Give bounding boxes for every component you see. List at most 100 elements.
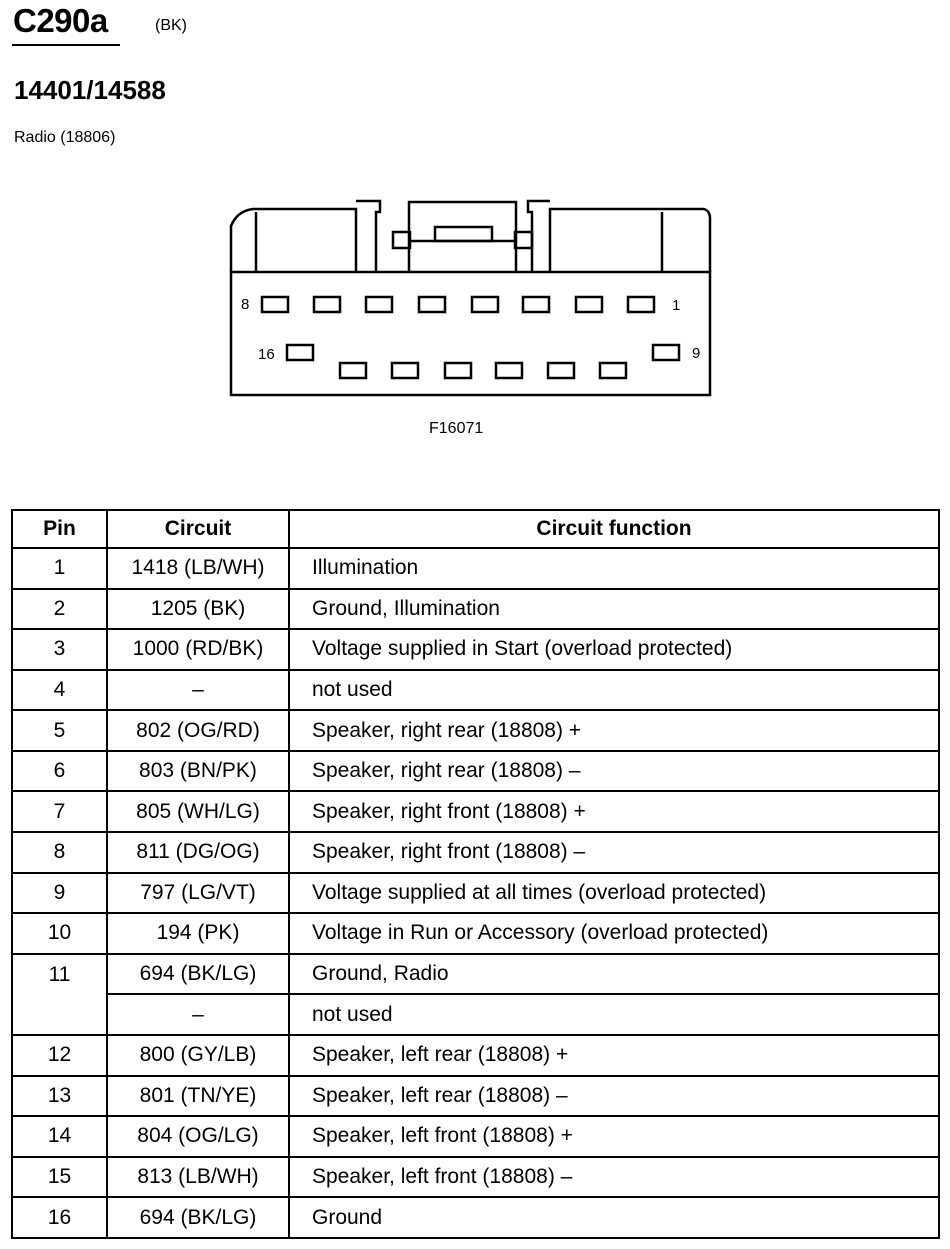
figure-code: F16071 xyxy=(429,420,484,437)
circuit-cell: 1418 (LB/WH) xyxy=(106,547,290,590)
connector-id: C290a xyxy=(13,2,108,39)
pin-cell: 9 xyxy=(11,871,108,915)
table-row: 14 804 (OG/LG) Speaker, left front (1880… xyxy=(11,1115,940,1158)
part-number: 14401/14588 xyxy=(14,75,166,105)
circuit-cell: 1000 (RD/BK) xyxy=(106,628,290,671)
table-row: 16 694 (BK/LG) Ground xyxy=(11,1196,940,1239)
function-cell: Speaker, left front (18808) + xyxy=(288,1115,940,1158)
pin-cell: 2 xyxy=(11,587,108,631)
connector-description: Radio (18806) xyxy=(14,129,116,146)
table-row: 15 813 (LB/WH) Speaker, left front (1880… xyxy=(11,1155,940,1199)
connector-face-diagram: 8 1 16 9 xyxy=(229,199,712,397)
table-row: 5 802 (OG/RD) Speaker, right rear (18808… xyxy=(11,709,940,752)
cavity-pin-11 xyxy=(546,361,576,380)
table-row: 7 805 (WH/LG) Speaker, right front (1880… xyxy=(11,790,940,834)
table-row: 6 803 (BN/PK) Speaker, right rear (18808… xyxy=(11,749,940,793)
connector-shroud-right xyxy=(548,207,712,272)
function-cell: Ground, Radio xyxy=(288,952,940,996)
cavity-pin-13 xyxy=(443,361,473,380)
table-row: 2 1205 (BK) Ground, Illumination xyxy=(11,587,940,631)
circuit-cell: 804 (OG/LG) xyxy=(106,1115,290,1158)
cavity-pin-9 xyxy=(651,343,681,362)
cavity-pin-8 xyxy=(260,295,290,314)
pin-label-16: 16 xyxy=(258,346,275,363)
cavity-pin-12 xyxy=(494,361,524,380)
table-row: 9 797 (LG/VT) Voltage supplied at all ti… xyxy=(11,871,940,915)
pin-cell: 14 xyxy=(11,1115,108,1158)
cavity-pin-2 xyxy=(574,295,604,314)
function-cell: Illumination xyxy=(288,547,940,590)
function-cell: Speaker, right front (18808) + xyxy=(288,790,940,834)
table-header-row: Pin Circuit Circuit function xyxy=(11,509,940,549)
function-cell: Speaker, right rear (18808) – xyxy=(288,749,940,793)
function-cell: Ground, Illumination xyxy=(288,587,940,631)
table-row: 4 – not used xyxy=(11,668,940,712)
circuit-cell: – xyxy=(106,993,290,1036)
cavity-pin-15 xyxy=(338,361,368,380)
pin-cell: 12 xyxy=(11,1033,108,1077)
table-row: 8 811 (DG/OG) Speaker, right front (1880… xyxy=(11,831,940,874)
pin-cell: 6 xyxy=(11,749,108,793)
circuit-cell: 813 (LB/WH) xyxy=(106,1155,290,1199)
circuit-cell: 194 (PK) xyxy=(106,912,290,955)
table-row: 13 801 (TN/YE) Speaker, left rear (18808… xyxy=(11,1074,940,1118)
cavity-pin-1 xyxy=(626,295,656,314)
pin-cell: 11 xyxy=(11,952,108,1036)
header-circuit: Circuit xyxy=(106,509,290,549)
pin-label-1: 1 xyxy=(672,297,680,314)
function-cell: Voltage supplied in Start (overload prot… xyxy=(288,628,940,671)
terminal-cavities xyxy=(260,295,681,380)
pin-cell: 13 xyxy=(11,1074,108,1118)
circuit-cell: 805 (WH/LG) xyxy=(106,790,290,834)
table-row: 10 194 (PK) Voltage in Run or Accessory … xyxy=(11,912,940,955)
function-cell: Speaker, left front (18808) – xyxy=(288,1155,940,1199)
connector-color: (BK) xyxy=(155,17,187,34)
circuit-cell: 811 (DG/OG) xyxy=(106,831,290,874)
cavity-pin-3 xyxy=(521,295,551,314)
circuit-cell: 1205 (BK) xyxy=(106,587,290,631)
function-cell: Ground xyxy=(288,1196,940,1239)
pin-label-8: 8 xyxy=(241,296,249,313)
function-cell: Voltage supplied at all times (overload … xyxy=(288,871,940,915)
cavity-pin-16 xyxy=(285,343,315,362)
function-cell: not used xyxy=(288,668,940,712)
header-circuit-function: Circuit function xyxy=(288,509,940,549)
circuit-cell: – xyxy=(106,668,290,712)
function-cell: not used xyxy=(288,993,940,1036)
pin-cell: 15 xyxy=(11,1155,108,1199)
pin-cell: 1 xyxy=(11,547,108,590)
pin-cell: 5 xyxy=(11,709,108,752)
pin-label-9: 9 xyxy=(692,345,700,362)
circuit-cell: 801 (TN/YE) xyxy=(106,1074,290,1118)
cavity-pin-7 xyxy=(312,295,342,314)
connector-id-underline xyxy=(12,44,120,46)
pinout-table: Pin Circuit Circuit function 1 1418 (LB/… xyxy=(11,509,940,1239)
circuit-cell: 800 (GY/LB) xyxy=(106,1033,290,1077)
connector-shroud xyxy=(229,207,358,272)
pin-cell: 10 xyxy=(11,912,108,955)
cavity-pin-6 xyxy=(364,295,394,314)
connector-body xyxy=(229,270,712,397)
circuit-cell: 802 (OG/RD) xyxy=(106,709,290,752)
table-row: 12 800 (GY/LB) Speaker, left rear (18808… xyxy=(11,1033,940,1077)
header-pin: Pin xyxy=(11,509,108,549)
table-row: 11 694 (BK/LG) Ground, Radio xyxy=(11,952,940,1036)
function-cell: Speaker, left rear (18808) – xyxy=(288,1074,940,1118)
pin-cell: 16 xyxy=(11,1196,108,1239)
cavity-pin-5 xyxy=(417,295,447,314)
circuit-cell: 694 (BK/LG) xyxy=(106,1196,290,1239)
cavity-pin-4 xyxy=(470,295,500,314)
pin-cell: 8 xyxy=(11,831,108,874)
circuit-cell: 797 (LG/VT) xyxy=(106,871,290,915)
cavity-pin-10 xyxy=(598,361,628,380)
circuit-cell: 694 (BK/LG) xyxy=(106,952,290,996)
connector-latch xyxy=(356,199,382,272)
pin-cell: 4 xyxy=(11,668,108,712)
table-row: 1 1418 (LB/WH) Illumination xyxy=(11,547,940,590)
function-cell: Speaker, right front (18808) – xyxy=(288,831,940,874)
circuit-cell: 803 (BN/PK) xyxy=(106,749,290,793)
cavity-pin-14 xyxy=(390,361,420,380)
function-cell: Speaker, right rear (18808) + xyxy=(288,709,940,752)
function-cell: Voltage in Run or Accessory (overload pr… xyxy=(288,912,940,955)
pin-cell: 7 xyxy=(11,790,108,834)
